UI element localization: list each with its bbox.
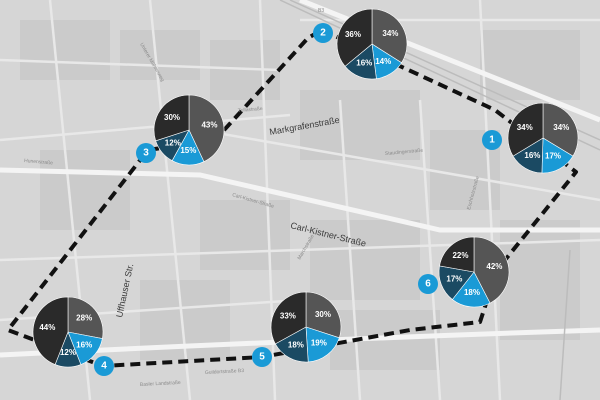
street-label-hunenstr: Hunenstraße	[24, 158, 54, 167]
pie-slice-dark	[153, 94, 190, 142]
pie-slice-label: 12%	[60, 348, 76, 357]
pie-slice-label: 30%	[164, 113, 180, 122]
badge-number: 6	[425, 279, 431, 290]
pie-slice-navy	[274, 326, 309, 363]
pie-slice-dark	[32, 296, 69, 365]
badge-circle	[313, 23, 333, 43]
pie-slice-gray	[188, 94, 225, 163]
pie-slice-label: 15%	[180, 146, 196, 155]
stop-badge-1[interactable]: 1	[482, 130, 502, 150]
street-label-guildortstr: Guildortstraße B3	[205, 368, 245, 376]
badge-circle	[252, 347, 272, 367]
pie-slice-label: 28%	[76, 314, 92, 323]
badge-circle	[136, 143, 156, 163]
pie-slice-dark	[336, 8, 373, 67]
pie-slice-label: 17%	[545, 152, 561, 161]
badge-circle	[94, 356, 114, 376]
street-label-b3-top: B3	[318, 8, 324, 14]
pie-slice-label: 44%	[39, 323, 55, 332]
badge-number: 2	[320, 28, 326, 39]
pie-slice-label: 34%	[553, 123, 569, 132]
stop-badge-4[interactable]: 4	[94, 356, 114, 376]
stop-badge-6[interactable]: 6	[418, 274, 438, 294]
pie-slice-label: 36%	[345, 30, 361, 39]
pie-slice-dark	[439, 236, 475, 273]
pie-slice-blue	[305, 326, 340, 363]
stop-6-pie[interactable]: 42% 18%17% 22%	[438, 236, 510, 308]
pie-slice-label: 16%	[356, 59, 372, 68]
pie-slice-dark	[507, 102, 544, 157]
badge-number: 3	[143, 148, 149, 159]
pie-slice-label: 19%	[311, 339, 327, 348]
pie-slice-blue	[451, 271, 491, 308]
pie-slice-label: 34%	[382, 29, 398, 38]
pie-slice-label: 14%	[375, 57, 391, 66]
pie-slice-label: 16%	[524, 151, 540, 160]
street-label-staudingerstr: Staudingerstraße	[385, 148, 424, 157]
stop-5-pie[interactable]: 30% 19% 18% 33%	[270, 291, 342, 363]
pie-slice-gray	[473, 236, 510, 304]
pie-slice-label: 43%	[201, 121, 217, 130]
street-label-basler-landstr: Basler Landstraße	[140, 380, 181, 388]
pie-slice-label: 42%	[486, 262, 502, 271]
pie-slice-label: 22%	[452, 251, 468, 260]
pie-slice-label: 18%	[464, 288, 480, 297]
street-label-tullaweg: Tullastraße	[238, 106, 263, 114]
stop-2-pie[interactable]: 34% 14%16% 36%	[336, 8, 408, 80]
pie-slice-gray	[67, 296, 104, 339]
pie-slice-gray	[542, 102, 579, 157]
badge-number: 4	[101, 361, 107, 372]
pie-slice-label: 30%	[315, 310, 331, 319]
stop-badge-3[interactable]: 3	[136, 143, 156, 163]
badge-number: 5	[259, 352, 265, 363]
stop-1-pie[interactable]: 34% 17% 16% 34%	[507, 102, 579, 174]
pie-slice-label: 12%	[165, 138, 181, 147]
pie-slice-label: 18%	[288, 341, 304, 350]
pie-slice-gray	[305, 291, 342, 339]
pie-slice-label: 16%	[76, 340, 92, 349]
pie-slice-label: 34%	[517, 123, 533, 132]
stop-badge-2[interactable]: 2	[313, 23, 333, 43]
pie-slice-label: 33%	[280, 311, 296, 320]
stop-badge-5[interactable]: 5	[252, 347, 272, 367]
stop-4-pie[interactable]: 28% 16%12% 44%	[32, 296, 104, 368]
pie-slice-label: 17%	[446, 275, 462, 284]
badge-circle	[418, 274, 438, 294]
stop-3-pie[interactable]: 43% 15%12% 30%	[153, 94, 225, 166]
pie-slice-dark	[270, 291, 307, 345]
badge-number: 1	[489, 135, 495, 146]
badge-circle	[482, 130, 502, 150]
